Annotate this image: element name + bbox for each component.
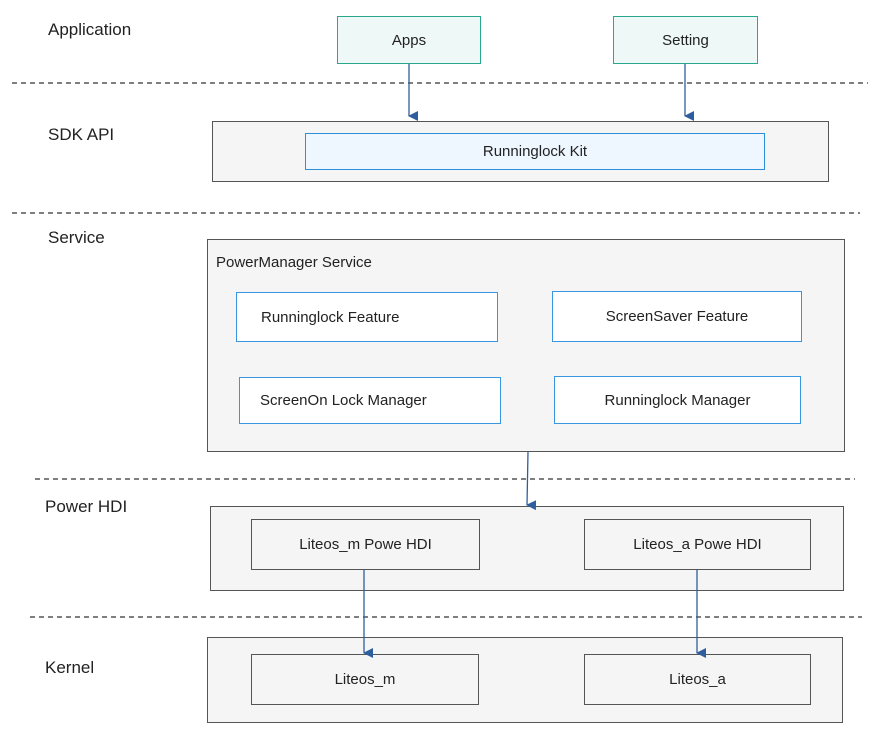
layer-label-kernel: Kernel [45,658,95,677]
liteos-m-hdi-label: Liteos_m Powe HDI [299,536,432,553]
apps-box: Apps [337,16,481,64]
runninglock-feature-box: Runninglock Feature [236,292,498,342]
runninglock-kit-box: Runninglock Kit [305,133,765,170]
layer-label-application: Application [48,20,132,39]
layer-label-service: Service [48,228,105,247]
arrow-service-to-hdi [526,451,537,511]
setting-label: Setting [662,31,709,49]
runninglock-kit-label: Runninglock Kit [482,143,588,160]
screenon-lock-manager-label: ScreenOn Lock Manager [260,392,427,409]
liteos-a-kernel-label: Liteos_a [669,671,726,688]
runninglock-feature-label: Runninglock Feature [261,308,400,326]
apps-label: Apps [391,31,427,49]
liteos-m-kernel-label: Liteos_m [334,671,396,688]
screenon-lock-manager-box: ScreenOn Lock Manager [239,377,501,424]
layer-label-sdk-api: SDK API [48,125,115,144]
liteos-a-hdi-box: Liteos_a Powe HDI [584,519,811,570]
screensaver-feature-label: ScreenSaver Feature [605,308,749,325]
runninglock-manager-box: Runninglock Manager [554,376,801,424]
powermanager-service-title: PowerManager Service [216,254,372,271]
layer-label-power-hdi: Power HDI [45,497,128,516]
liteos-m-hdi-box: Liteos_m Powe HDI [251,519,480,570]
setting-box: Setting [613,16,758,64]
screensaver-feature-box: ScreenSaver Feature [552,291,802,342]
liteos-a-hdi-label: Liteos_a Powe HDI [633,536,762,553]
runninglock-manager-label: Runninglock Manager [604,391,751,409]
liteos-m-kernel-box: Liteos_m [251,654,479,705]
